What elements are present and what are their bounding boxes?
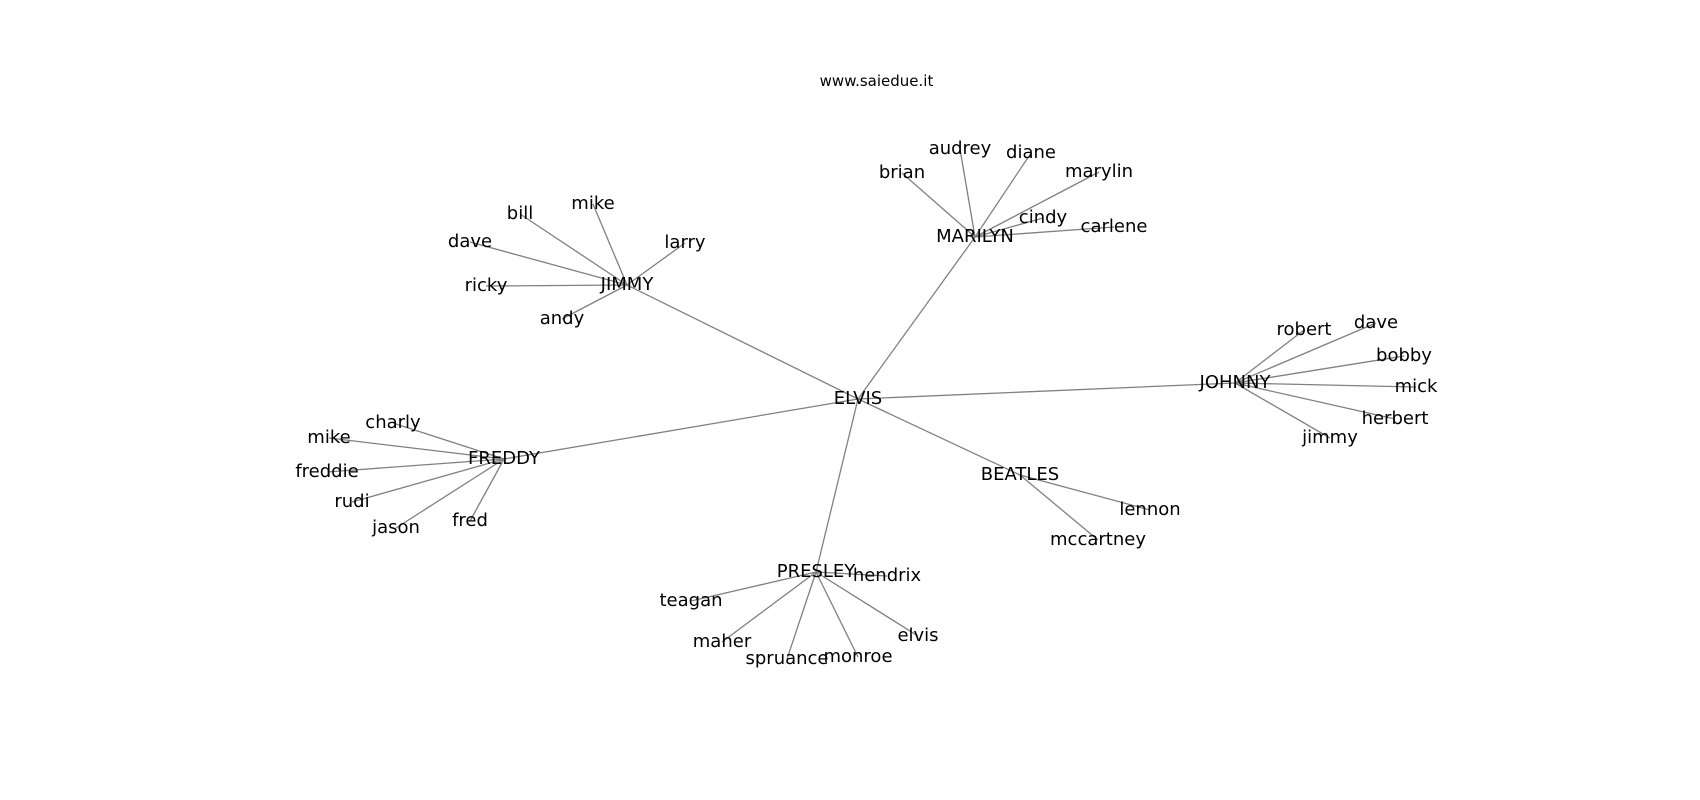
- node-label-herbert: herbert: [1362, 408, 1429, 429]
- node-label-bobby: bobby: [1376, 345, 1432, 366]
- edge-elvis_hub-presley: [815, 398, 859, 573]
- edge-freddy-charly: [392, 422, 505, 460]
- edge-presley-maher: [721, 571, 817, 643]
- node-label-hendrix: hendrix: [853, 565, 922, 586]
- node-label-beatles: BEATLES: [981, 464, 1059, 485]
- edge-johnny-mick: [1234, 382, 1417, 388]
- edge-johnny-robert: [1234, 329, 1305, 384]
- node-label-elvis_hub: ELVIS: [834, 388, 882, 409]
- edge-elvis_hub-freddy: [503, 398, 859, 460]
- edge-presley-monroe: [815, 571, 859, 658]
- node-label-freddie: freddie: [295, 461, 358, 482]
- node-label-teagan: teagan: [659, 590, 722, 611]
- edge-jimmy-andy: [561, 284, 628, 320]
- edge-johnny-dave_jo: [1234, 322, 1377, 384]
- edge-elvis_hub-jimmy: [626, 284, 859, 400]
- node-label-cindy: cindy: [1019, 207, 1068, 228]
- edge-beatles-mccartney: [1019, 474, 1099, 541]
- edge-presley-spruance: [786, 571, 817, 660]
- node-label-mike_j: mike: [571, 193, 614, 214]
- node-label-elvis_leaf: elvis: [897, 625, 938, 646]
- edge-presley-elvis_leaf: [815, 571, 919, 637]
- edge-freddy-rudi: [351, 458, 505, 503]
- node-label-lennon: lennon: [1119, 499, 1180, 520]
- node-label-jimmy: JIMMY: [600, 274, 655, 295]
- node-label-mick: mick: [1395, 376, 1438, 397]
- edge-marilyn-cindy: [974, 217, 1044, 238]
- node-label-bill: bill: [507, 203, 533, 224]
- node-label-dave_j: dave: [448, 231, 492, 252]
- edge-jimmy-larry: [626, 242, 686, 286]
- edge-presley-teagan: [690, 571, 817, 602]
- edge-marilyn-brian: [901, 172, 976, 238]
- node-label-mike_f: mike: [307, 427, 350, 448]
- node-label-spruance: spruance: [745, 648, 828, 669]
- edge-johnny-jimmy_jo: [1234, 382, 1331, 439]
- node-label-robert: robert: [1277, 319, 1332, 340]
- edge-marilyn-diane: [974, 152, 1032, 238]
- node-label-mccartney: mccartney: [1050, 529, 1146, 550]
- edge-jimmy-dave_j: [469, 241, 628, 286]
- node-label-larry: larry: [664, 232, 706, 253]
- edge-beatles-lennon: [1019, 474, 1151, 511]
- edge-marilyn-marylin: [974, 171, 1100, 238]
- node-label-carlene: carlene: [1081, 216, 1148, 237]
- node-label-andy: andy: [540, 308, 585, 329]
- edge-freddy-mike_f: [328, 437, 505, 460]
- edge-jimmy-mike_j: [592, 203, 628, 286]
- edge-elvis_hub-beatles: [857, 398, 1021, 476]
- node-label-ricky: ricky: [465, 275, 508, 296]
- node-label-presley: PRESLEY: [777, 561, 857, 582]
- node-label-audrey: audrey: [929, 138, 992, 159]
- node-label-diane: diane: [1006, 142, 1056, 163]
- edge-presley-hendrix: [815, 571, 888, 577]
- node-label-monroe: monroe: [823, 646, 892, 667]
- node-label-fred: fred: [452, 510, 488, 531]
- edge-elvis_hub-marilyn: [857, 236, 976, 400]
- node-label-jason: jason: [371, 517, 420, 538]
- node-label-charly: charly: [365, 412, 421, 433]
- node-label-marilyn: MARILYN: [936, 226, 1014, 247]
- edge-freddy-fred: [469, 458, 505, 522]
- edges-layer: [326, 148, 1417, 660]
- edge-jimmy-bill: [519, 213, 628, 286]
- node-label-johnny: JOHNNY: [1199, 372, 1272, 393]
- edge-freddy-jason: [395, 458, 505, 529]
- node-label-marylin: marylin: [1065, 161, 1133, 182]
- edge-marilyn-audrey: [959, 148, 976, 238]
- node-label-freddy: FREDDY: [468, 448, 541, 469]
- edge-elvis_hub-johnny: [857, 382, 1236, 400]
- node-label-dave_jo: dave: [1354, 312, 1398, 333]
- edge-jimmy-ricky: [485, 284, 628, 287]
- graph-title: www.saiedue.it: [819, 72, 934, 90]
- edge-johnny-bobby: [1234, 355, 1405, 384]
- edge-marilyn-carlene: [974, 226, 1115, 238]
- node-label-rudi: rudi: [334, 491, 369, 512]
- labels-layer: ELVIS MARILYN JIMMY JOHNNY FREDDY BEATLES PRES…: [295, 138, 1438, 669]
- edge-freddy-freddie: [326, 458, 505, 473]
- node-label-jimmy_jo: jimmy: [1301, 427, 1358, 448]
- node-label-brian: brian: [879, 162, 925, 183]
- edge-johnny-herbert: [1234, 382, 1396, 420]
- node-label-maher: maher: [693, 631, 752, 652]
